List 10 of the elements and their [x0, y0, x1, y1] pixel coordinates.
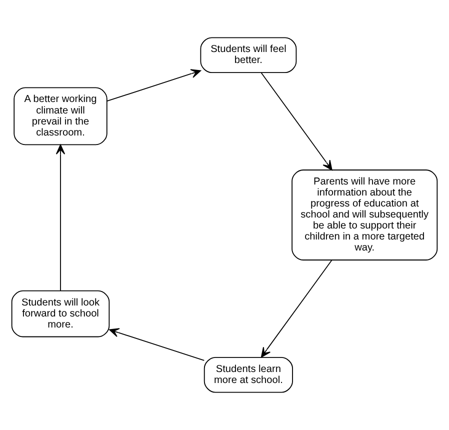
arrow: [260, 72, 332, 170]
node-box: Students will feel better.: [200, 37, 297, 74]
arrow: [56, 144, 66, 292]
node-box: Students learn more at school.: [204, 356, 293, 393]
arrow: [260, 260, 332, 358]
arrow: [106, 69, 202, 102]
node-box: Students will look forward to school more.: [11, 290, 110, 338]
node-box: A better working climate will prevail in the classroom.: [14, 87, 108, 146]
node-box: Parents will have more information about the progress of education at school and will subsequently be able to support their children in a more targeted way.: [292, 170, 438, 260]
arrow: [109, 328, 205, 361]
